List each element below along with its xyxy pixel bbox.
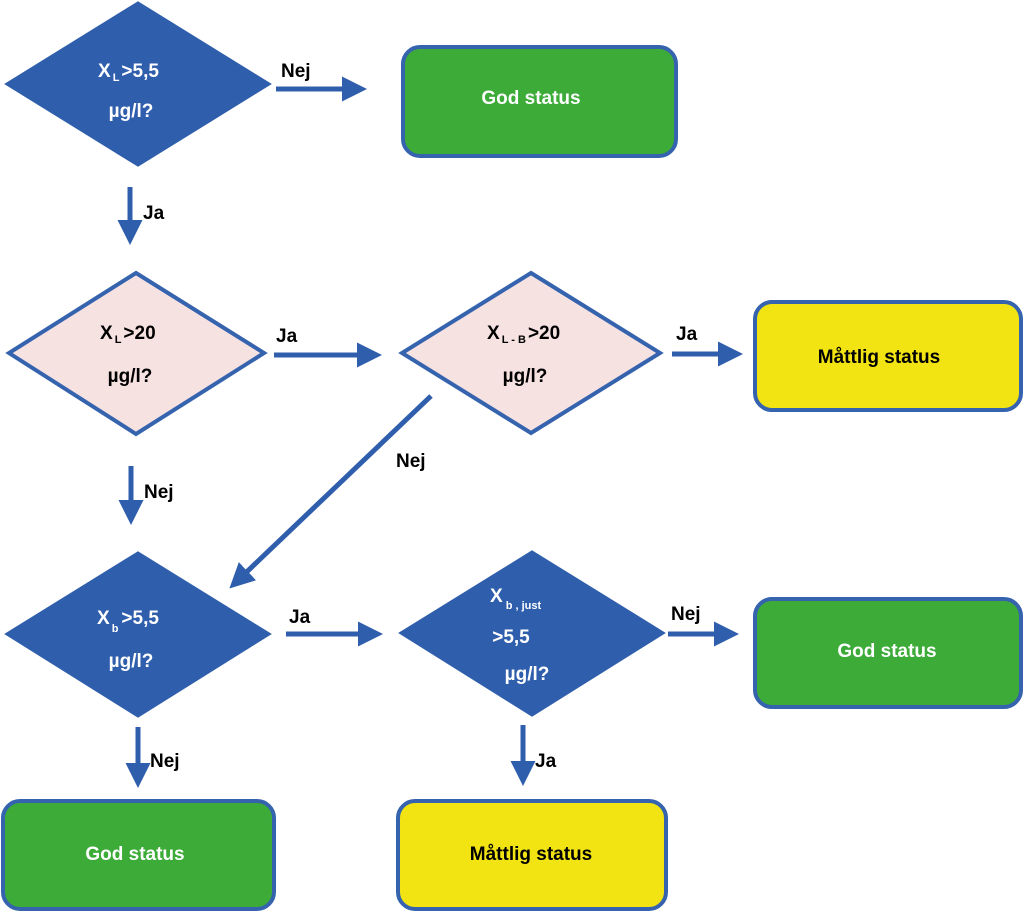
decision-d5-subscript: b , just <box>506 600 542 612</box>
decision-d3-unit: µg/l? <box>503 366 548 387</box>
edge-d2-d3-label: Ja <box>276 326 298 347</box>
edge-d5-r5-label: Ja <box>535 751 557 772</box>
result-r2: Måttlig status <box>753 300 1023 412</box>
result-r2-label: Måttlig status <box>818 347 940 368</box>
edge-d3-d4-label: Nej <box>396 451 426 472</box>
svg-text:XL>5,5: XL>5,5 <box>98 61 159 84</box>
edge-d3-r2-label: Ja <box>676 324 698 345</box>
decision-d4-unit: µg/l? <box>109 651 154 672</box>
decision-d3-subscript: L - B <box>502 334 526 346</box>
result-r3: God status <box>753 597 1023 709</box>
decision-d1-symbol: X <box>98 61 111 82</box>
edge-d2-d4-label: Nej <box>144 482 174 503</box>
result-r4-label: God status <box>85 844 184 865</box>
result-r3-label: God status <box>837 641 936 662</box>
result-r3-box <box>753 597 1023 709</box>
result-r1: God status <box>401 45 678 158</box>
decision-d5-symbol: X <box>490 586 503 607</box>
svg-text:XL - B>20: XL - B>20 <box>487 323 560 346</box>
result-r5-label: Måttlig status <box>470 844 592 865</box>
decision-d1-subscript: L <box>113 72 120 84</box>
decision-d1-condition: >5,5 <box>121 61 159 82</box>
svg-text:XL>20: XL>20 <box>100 323 156 346</box>
svg-text:Xb>5,5: Xb>5,5 <box>97 608 159 635</box>
decision-d2-unit: µg/l? <box>108 366 153 387</box>
result-r5: Måttlig status <box>396 799 668 911</box>
decision-d1-shape <box>4 1 272 167</box>
decision-d2-shape <box>5 270 268 437</box>
decision-d5-unit: µg/l? <box>505 664 550 685</box>
decision-d5-condition: >5,5 <box>492 627 530 648</box>
decision-d2-subscript: L <box>115 334 122 346</box>
decision-d2-condition: >20 <box>123 323 155 344</box>
decision-d3-condition: >20 <box>528 323 560 344</box>
result-r4: God status <box>1 799 276 911</box>
result-r4-box <box>1 799 276 911</box>
result-r1-label: God status <box>481 88 580 109</box>
svg-text:Xb , just: Xb , just <box>490 586 541 612</box>
decision-d1-unit: µg/l? <box>109 101 154 122</box>
result-r1-box <box>401 45 678 158</box>
decision-d5-shape <box>398 550 666 717</box>
decision-d4-symbol: X <box>97 608 110 629</box>
decision-d4-subscript: b <box>112 623 119 635</box>
edge-d3-d4-arrow <box>229 394 433 589</box>
decision-d3-symbol: X <box>487 323 500 344</box>
result-r2-box <box>753 300 1023 412</box>
edge-d4-r4-label: Nej <box>150 751 180 772</box>
edge-d1-r1-label: Nej <box>281 61 311 82</box>
edge-d1-d2-label: Ja <box>143 203 165 224</box>
decision-d2-symbol: X <box>100 323 113 344</box>
result-r5-box <box>396 799 668 911</box>
edge-d5-r3-label: Nej <box>671 604 701 625</box>
edge-d4-d5-label: Ja <box>289 607 311 628</box>
decision-d4-shape <box>4 551 272 718</box>
decision-d3-shape <box>398 270 664 436</box>
decision-d4-condition: >5,5 <box>121 608 159 629</box>
